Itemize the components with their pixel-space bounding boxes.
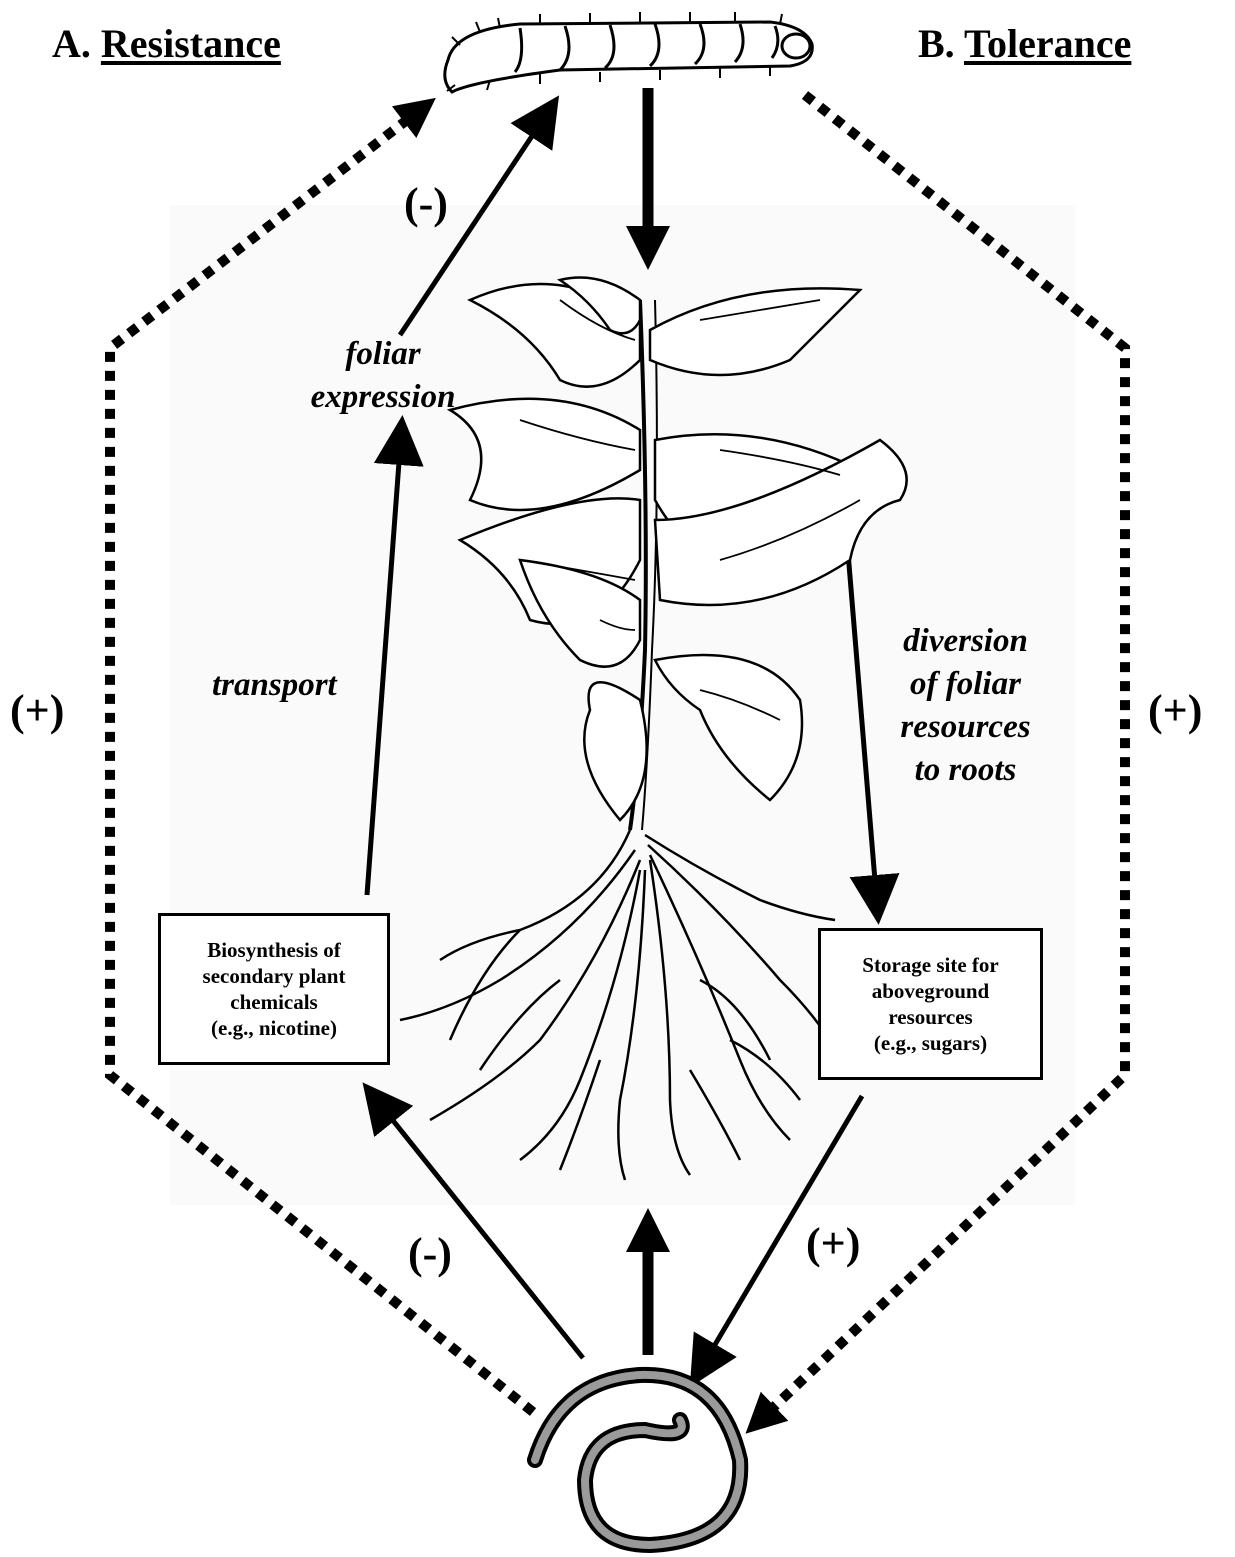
- storage-line-2: aboveground: [821, 978, 1040, 1004]
- storage-line-4: (e.g., sugars): [821, 1030, 1040, 1056]
- biosynthesis-line-1: Biosynthesis of: [161, 937, 387, 963]
- storage-line-1: Storage site for: [821, 952, 1040, 978]
- nematode-icon: [535, 1375, 740, 1545]
- sign-right-plus: (+): [1148, 685, 1202, 736]
- diversion-line-4: to roots: [878, 749, 1053, 792]
- tolerance-title: Tolerance: [964, 21, 1131, 66]
- biosynthesis-line-3: chemicals: [161, 989, 387, 1015]
- sign-left-plus: (+): [10, 685, 64, 736]
- foliar-line-1: foliar: [298, 333, 468, 376]
- biosynthesis-box: Biosynthesis of secondary plant chemical…: [158, 913, 390, 1065]
- diversion-label: diversion of foliar resources to roots: [878, 620, 1053, 792]
- sign-top-minus: (-): [404, 178, 448, 229]
- diversion-line-2: of foliar: [878, 663, 1053, 706]
- resistance-prefix: A.: [52, 21, 91, 66]
- storage-box: Storage site for aboveground resources (…: [818, 928, 1043, 1080]
- biosynthesis-line-2: secondary plant: [161, 963, 387, 989]
- diversion-line-3: resources: [878, 706, 1053, 749]
- sign-bottom-plus: (+): [806, 1218, 860, 1269]
- diversion-line-1: diversion: [878, 620, 1053, 663]
- resistance-title: Resistance: [101, 21, 281, 66]
- tolerance-heading: B. Tolerance: [918, 20, 1131, 67]
- caterpillar-icon: [445, 12, 813, 92]
- sign-bottom-minus: (-): [408, 1228, 452, 1279]
- foliar-line-2: expression: [298, 376, 468, 419]
- resistance-heading: A. Resistance: [52, 20, 281, 67]
- biosynthesis-line-4: (e.g., nicotine): [161, 1015, 387, 1041]
- foliar-expression-label: foliar expression: [298, 333, 468, 419]
- tolerance-prefix: B.: [918, 21, 955, 66]
- storage-line-3: resources: [821, 1004, 1040, 1030]
- transport-label: transport: [212, 664, 337, 707]
